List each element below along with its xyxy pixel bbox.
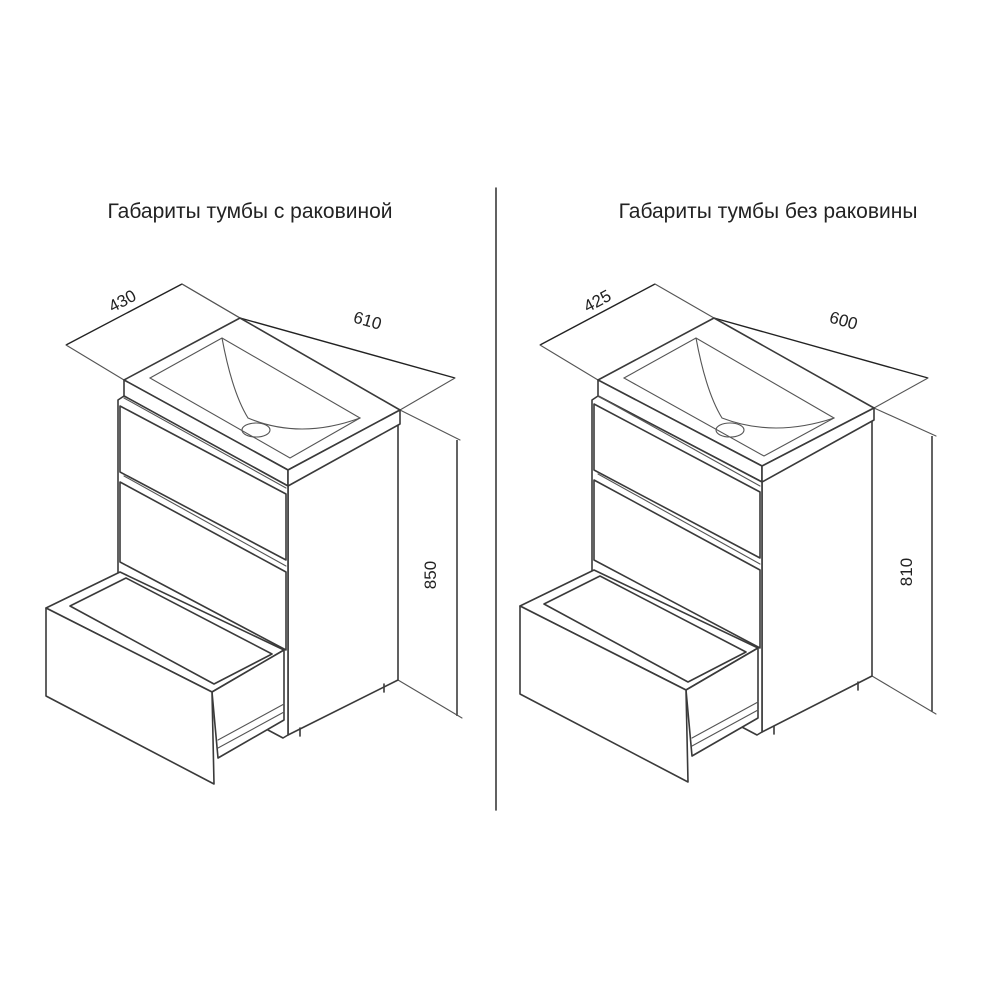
left-depth-label: 430 <box>105 286 139 316</box>
left-height-label: 850 <box>421 561 440 589</box>
left-height-dimension: 850 <box>397 409 463 719</box>
left-title: Габариты тумбы с раковиной <box>107 200 392 223</box>
right-depth-label: 425 <box>580 286 614 316</box>
right-cabinet: 425 600 810 <box>519 283 937 783</box>
right-title: Габариты тумбы без раковины <box>619 200 918 223</box>
right-height-label: 810 <box>897 558 916 586</box>
right-width-label: 600 <box>827 308 860 334</box>
left-cabinet: 430 610 850 <box>45 283 463 785</box>
right-height-dimension: 810 <box>871 407 937 715</box>
left-width-label: 610 <box>351 308 384 334</box>
